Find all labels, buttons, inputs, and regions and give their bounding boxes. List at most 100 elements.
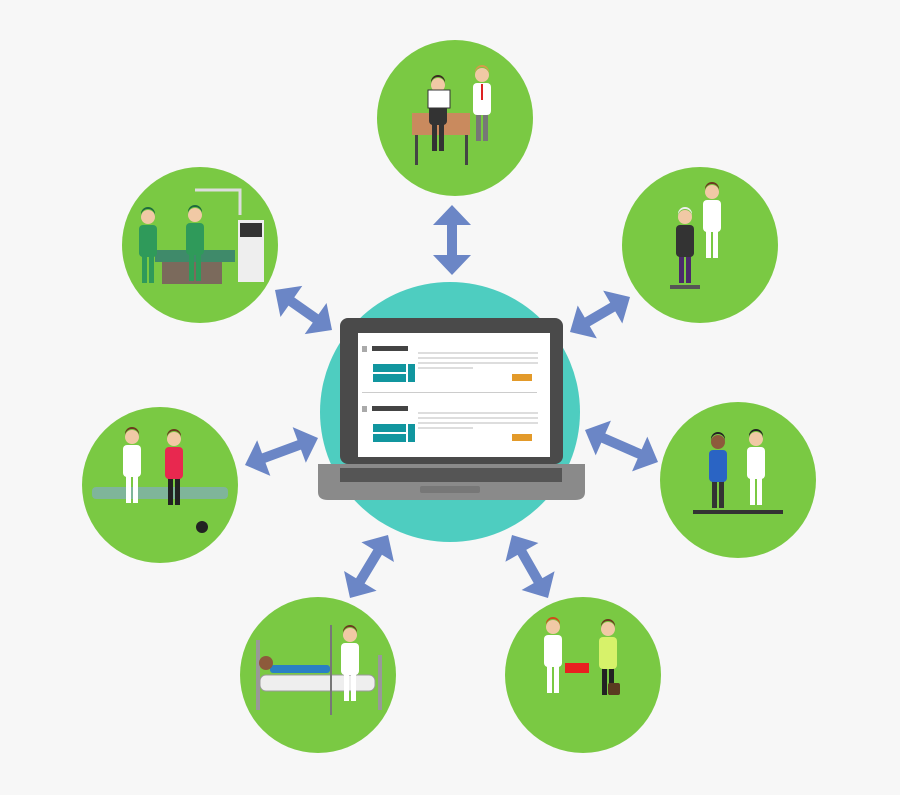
node-circle — [622, 167, 778, 323]
arrow-eye-exam — [570, 290, 630, 339]
patient — [165, 429, 183, 505]
double-arrow-icon — [275, 285, 333, 335]
laptop-icon — [318, 318, 585, 500]
leg — [126, 473, 131, 503]
record-button — [373, 424, 406, 432]
torso — [544, 635, 562, 667]
record-button — [373, 374, 406, 382]
monitor — [427, 89, 451, 109]
wheel — [196, 521, 208, 533]
surgeon — [139, 207, 157, 283]
patient-head — [259, 656, 273, 670]
leg — [168, 475, 173, 505]
surgical-lamp-arm — [195, 188, 242, 215]
record-action-button — [512, 374, 532, 381]
double-arrow-icon — [505, 535, 555, 598]
leg — [189, 251, 194, 281]
doctor — [544, 617, 562, 693]
leg — [602, 665, 607, 695]
head — [601, 622, 615, 636]
head — [475, 68, 489, 82]
leg — [547, 663, 552, 693]
torso — [123, 445, 141, 477]
arrow-office — [433, 205, 471, 275]
patient — [709, 432, 727, 508]
leg — [750, 475, 755, 505]
head — [431, 78, 445, 92]
record-icon — [362, 406, 367, 412]
patient — [676, 207, 694, 283]
leg — [686, 253, 691, 283]
hospital-bed — [259, 674, 376, 692]
torso — [747, 447, 765, 479]
record-text-line — [418, 367, 473, 369]
hair — [601, 619, 615, 628]
double-arrow-icon — [433, 205, 471, 275]
node-exam-bed — [82, 407, 238, 563]
node-circle — [82, 407, 238, 563]
chair-base — [670, 285, 700, 289]
leg — [679, 253, 684, 283]
node-hospital-bed — [240, 597, 396, 753]
keyboard — [340, 468, 562, 482]
arrow-surgery — [275, 285, 333, 335]
head — [125, 430, 139, 444]
visitor — [599, 619, 617, 695]
hair — [431, 75, 445, 84]
record-text-line — [418, 412, 538, 414]
leg — [196, 251, 201, 281]
head — [705, 185, 719, 199]
hair — [711, 432, 725, 441]
desk-leg — [465, 135, 468, 165]
hair — [167, 429, 181, 438]
record-text-line — [418, 362, 538, 364]
leg — [133, 473, 138, 503]
vital-monitor — [240, 223, 262, 237]
head — [711, 435, 725, 449]
record-icon — [362, 346, 367, 352]
stools — [693, 510, 783, 514]
hair — [141, 207, 155, 216]
bed-frame — [378, 655, 382, 710]
leg — [554, 663, 559, 693]
node-circle — [660, 402, 816, 558]
doctor — [703, 182, 721, 258]
arrow-hospital-bed — [344, 535, 394, 599]
leg — [351, 671, 356, 701]
arrow-handover — [505, 535, 555, 598]
record-text-line — [418, 357, 538, 359]
record-button — [373, 434, 406, 442]
head — [167, 432, 181, 446]
leg — [175, 475, 180, 505]
exam-bed — [92, 487, 228, 499]
iv-stand — [330, 625, 332, 715]
head — [343, 628, 357, 642]
screen-record-1 — [362, 346, 538, 382]
surgeon — [186, 205, 204, 281]
node-surgery — [122, 167, 278, 323]
double-arrow-icon — [344, 535, 394, 599]
double-arrow-icon — [245, 427, 319, 476]
torso — [186, 223, 204, 255]
torso — [676, 225, 694, 257]
double-arrow-icon — [570, 290, 630, 339]
leg — [439, 121, 444, 151]
hair — [749, 429, 763, 438]
head — [678, 210, 692, 224]
bed-frame — [256, 640, 260, 710]
node-office — [377, 40, 533, 196]
nurse — [341, 625, 359, 701]
document — [565, 663, 589, 673]
document-handover-icon — [544, 617, 620, 695]
leg — [712, 478, 717, 508]
record-side-button — [408, 364, 415, 382]
torso — [341, 643, 359, 675]
hair — [343, 625, 357, 634]
record-action-button — [512, 434, 532, 441]
record-side-button — [408, 424, 415, 442]
head — [141, 210, 155, 224]
node-consultation — [660, 402, 816, 558]
record-title — [372, 406, 408, 411]
torso — [703, 200, 721, 232]
